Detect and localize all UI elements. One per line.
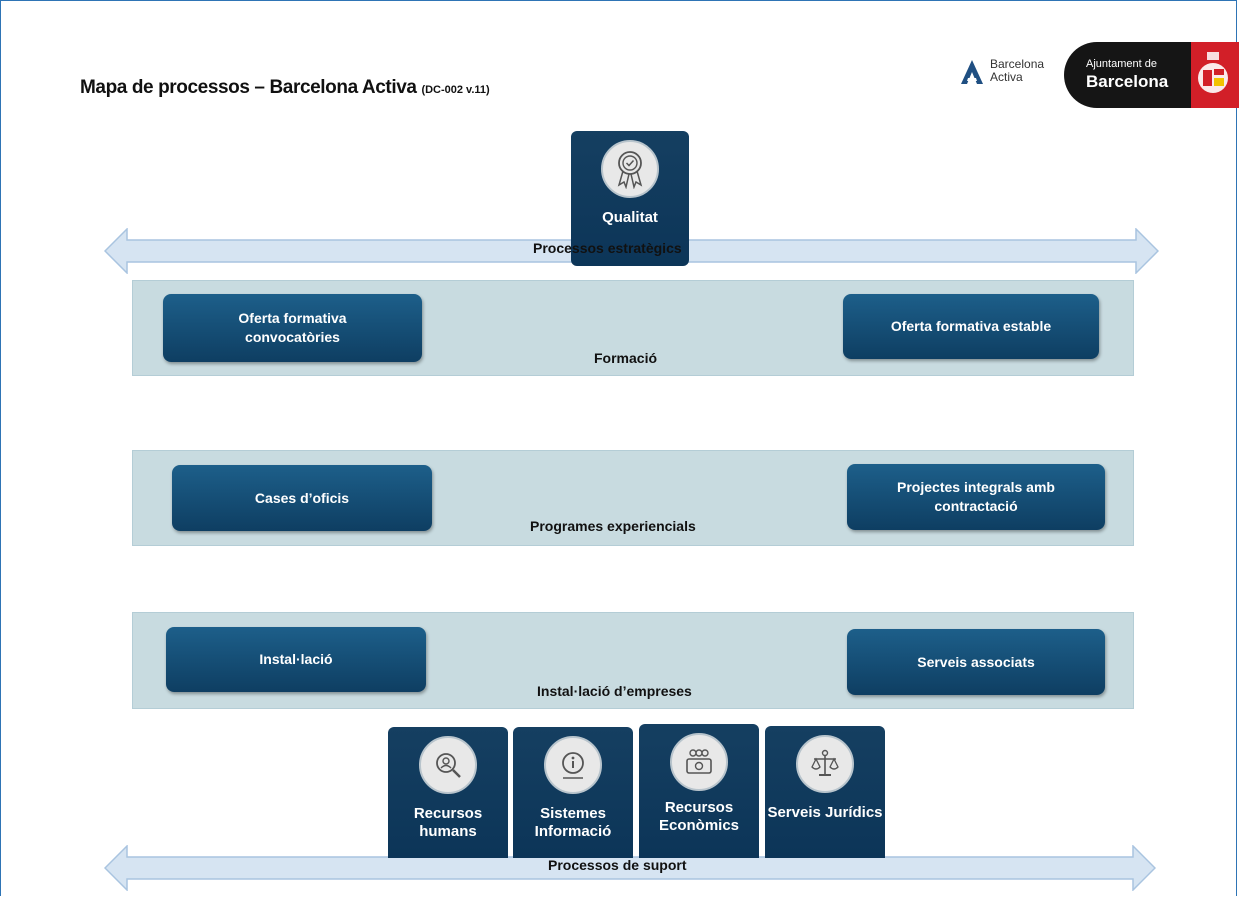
award-ribbon-icon bbox=[601, 140, 659, 198]
support-tile-recursos-humans: Recursos humans bbox=[388, 727, 508, 858]
process-oferta-estable: Oferta formativa estable bbox=[843, 294, 1099, 359]
band-label-installacio: Instal·lació d’empreses bbox=[537, 683, 692, 699]
support-label: Serveis Jurídics bbox=[767, 804, 883, 821]
title-main: Mapa de processos – Barcelona Activa bbox=[80, 77, 422, 98]
title-code: (DC-002 v.11) bbox=[421, 84, 490, 96]
barcelona-shield-icon bbox=[1191, 42, 1239, 108]
barcelona-activa-line1: Barcelona bbox=[990, 57, 1045, 71]
process-label: Instal·lació bbox=[259, 651, 333, 667]
page-title: Mapa de processos – Barcelona Activa (DC… bbox=[80, 77, 490, 99]
info-icon bbox=[544, 736, 602, 794]
support-double-arrow bbox=[104, 845, 1156, 891]
process-label: Oferta formativa convocatòries bbox=[238, 310, 347, 345]
process-label: Cases d’oficis bbox=[254, 489, 350, 506]
barcelona-activa-line2: Activa bbox=[990, 70, 1023, 84]
ajuntament-logo: Ajuntament de Barcelona bbox=[1064, 42, 1239, 108]
support-tile-sistemes-informacio: Sistemes Informació bbox=[513, 727, 633, 858]
process-cases-oficis: Cases d’oficis bbox=[172, 465, 432, 531]
money-coins-icon bbox=[670, 733, 728, 791]
person-search-icon bbox=[419, 736, 477, 794]
strategic-tile-qualitat: Qualitat bbox=[571, 131, 689, 266]
barcelona-activa-logo-icon bbox=[961, 60, 983, 84]
balance-scale-icon bbox=[796, 735, 854, 793]
process-label: Projectes integrals amb contractació bbox=[897, 479, 1055, 514]
ajuntament-line1: Ajuntament de bbox=[1086, 58, 1157, 70]
process-serveis-associats: Serveis associats bbox=[847, 629, 1105, 695]
support-label: Sistemes Informació bbox=[534, 805, 612, 840]
ajuntament-line2: Barcelona bbox=[1086, 72, 1169, 91]
strategic-processes-label: Processos estratègics bbox=[533, 240, 682, 256]
support-label: Recursos Econòmics bbox=[658, 799, 740, 834]
support-tile-recursos-economics: Recursos Econòmics bbox=[639, 724, 759, 858]
band-label-programes: Programes experiencials bbox=[530, 518, 696, 534]
process-label: Oferta formativa estable bbox=[890, 318, 1052, 334]
process-oferta-convocatories: Oferta formativa convocatòries bbox=[163, 294, 422, 362]
process-installacio: Instal·lació bbox=[166, 627, 426, 692]
support-label: Recursos humans bbox=[413, 805, 483, 840]
qualitat-label: Qualitat bbox=[602, 209, 658, 226]
barcelona-activa-logo: Barcelona Activa bbox=[960, 55, 1070, 95]
support-processes-label: Processos de suport bbox=[548, 857, 687, 873]
band-label-formacio: Formació bbox=[594, 350, 658, 366]
process-label: Serveis associats bbox=[917, 653, 1035, 670]
support-tile-serveis-juridics: Serveis Jurídics bbox=[765, 726, 885, 858]
process-projectes-integrals: Projectes integrals amb contractació bbox=[847, 464, 1105, 530]
